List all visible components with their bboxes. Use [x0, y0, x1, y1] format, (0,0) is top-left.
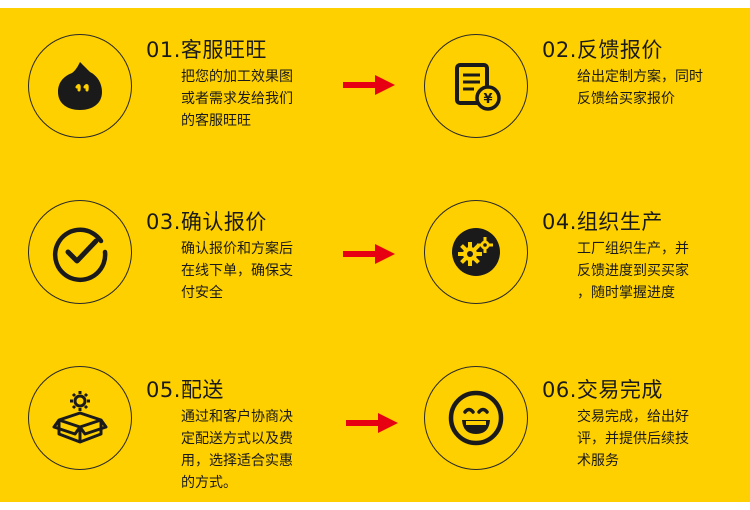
step-3-line: 确认报价和方案后	[181, 241, 293, 257]
step-4-line: 工厂组织生产，并	[577, 241, 689, 257]
step-1-description: 把您的加工效果图 或者需求发给我们 的客服旺旺	[181, 66, 293, 132]
step-5-line: 的方式。	[181, 475, 237, 491]
quote-document-icon: ¥	[455, 63, 501, 111]
step-5-title: 05.配送	[146, 378, 224, 402]
step-6-line: 评，并提供后续技	[577, 431, 689, 447]
step-4-title: 04.组织生产	[542, 210, 663, 234]
step-1-line: 或者需求发给我们	[181, 91, 293, 107]
step-4-line: 反馈进度到买买家	[577, 263, 689, 279]
step-5-line: 用，选择适合实惠	[181, 453, 293, 469]
arrow-right-icon	[343, 75, 395, 95]
step-1-line: 的客服旺旺	[181, 113, 251, 129]
step-6-line: 术服务	[577, 453, 619, 469]
step-5-icon-circle	[28, 366, 132, 470]
step-2-description: 给出定制方案，同时 反馈给买家报价	[577, 66, 703, 110]
step-3-icon-circle	[28, 200, 132, 304]
check-circle-icon	[52, 227, 108, 283]
step-4-line: ，随时掌握进度	[577, 285, 675, 301]
chat-bubble-icon	[58, 62, 102, 110]
arrow-right-icon	[346, 413, 398, 433]
step-2-line: 反馈给买家报价	[577, 91, 675, 107]
step-6-line: 交易完成，给出好	[577, 409, 689, 425]
top-margin	[0, 0, 750, 8]
step-4-icon-circle	[424, 200, 528, 304]
arrow-right-icon	[343, 244, 395, 264]
step-3-line: 在线下单，确保支	[181, 263, 293, 279]
step-1-icon-circle	[28, 34, 132, 138]
step-3-description: 确认报价和方案后 在线下单，确保支 付安全	[181, 238, 293, 304]
step-5-description: 通过和客户协商决 定配送方式以及费 用，选择适合实惠 的方式。	[181, 406, 293, 494]
step-2-icon-circle: ¥	[424, 34, 528, 138]
step-1-title: 01.客服旺旺	[146, 38, 267, 62]
gears-icon	[452, 228, 500, 276]
step-6-description: 交易完成，给出好 评，并提供后续技 术服务	[577, 406, 689, 472]
step-2-line: 给出定制方案，同时	[577, 69, 703, 85]
step-5-line: 通过和客户协商决	[181, 409, 293, 425]
step-6-title: 06.交易完成	[542, 378, 663, 402]
box-delivery-icon	[52, 391, 108, 444]
step-3-title: 03.确认报价	[146, 210, 267, 234]
step-4-description: 工厂组织生产，并 反馈进度到买买家 ，随时掌握进度	[577, 238, 689, 304]
step-2-title: 02.反馈报价	[542, 38, 663, 62]
smiley-icon	[448, 390, 504, 446]
bottom-margin	[0, 502, 750, 510]
svg-text:¥: ¥	[483, 92, 492, 107]
step-6-icon-circle	[424, 366, 528, 470]
step-5-line: 定配送方式以及费	[181, 431, 293, 447]
step-3-line: 付安全	[181, 285, 223, 301]
step-1-line: 把您的加工效果图	[181, 69, 293, 85]
